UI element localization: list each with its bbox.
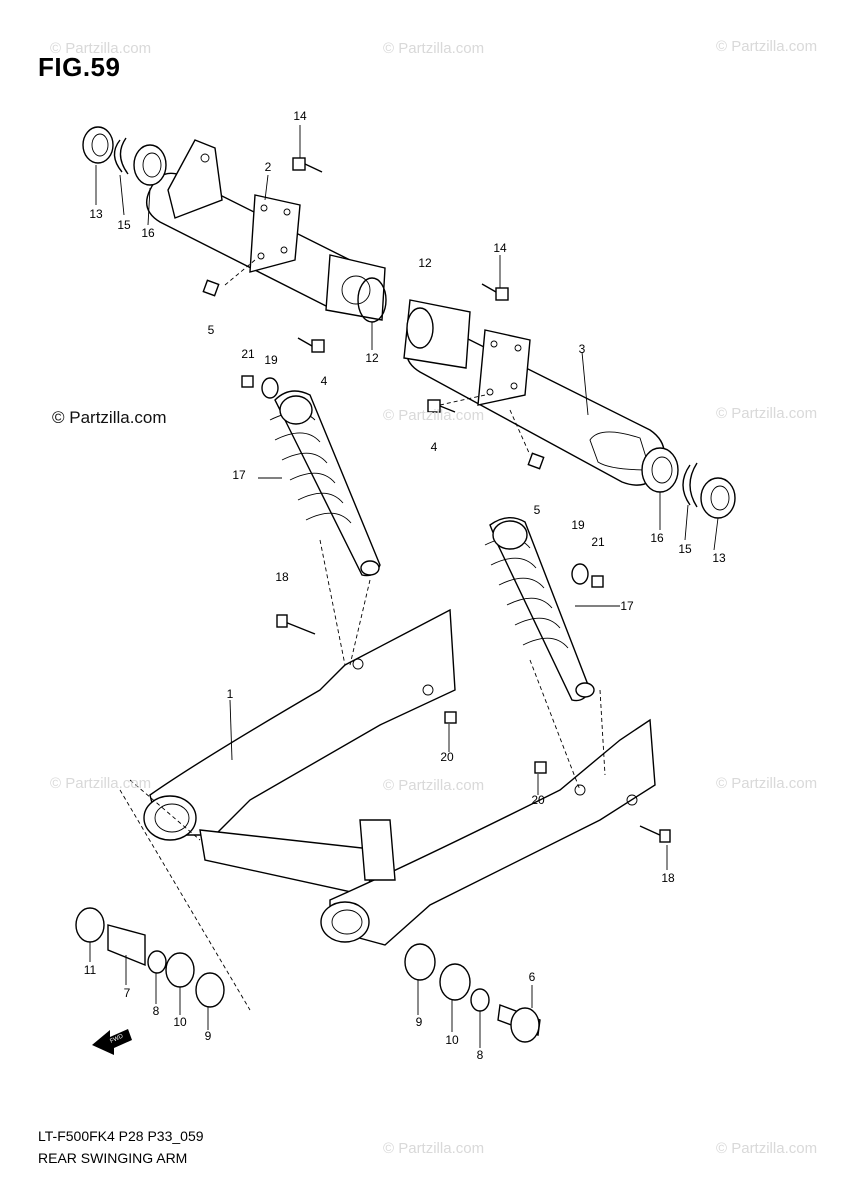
leader-lines — [89, 125, 719, 1048]
pivot-tube-left — [146, 139, 386, 321]
watermark-main: © Partzilla.com — [52, 408, 167, 427]
callout-16: 16 — [650, 531, 664, 545]
callout-20: 20 — [440, 750, 454, 764]
callout-9: 9 — [204, 1029, 212, 1043]
bolt-4-upper — [297, 337, 325, 353]
callout-13: 13 — [712, 551, 726, 565]
callout-8: 8 — [476, 1048, 484, 1062]
watermark: © Partzilla.com — [716, 38, 818, 55]
callout-5: 5 — [533, 503, 541, 517]
figure-caption: REAR SWINGING ARM — [38, 1150, 188, 1166]
bearing-16-lower — [641, 447, 679, 493]
watermark: © Partzilla.com — [50, 775, 152, 792]
callout-15: 15 — [117, 218, 131, 232]
swing-arm — [143, 608, 656, 946]
callout-4: 4 — [430, 440, 438, 454]
bolt-4-lower — [427, 399, 456, 413]
circlip-15-upper — [113, 137, 129, 175]
callout-5: 5 — [207, 323, 215, 337]
nut-5-right — [527, 452, 545, 470]
circlip-15-lower — [682, 462, 698, 508]
callout-14: 14 — [293, 109, 307, 123]
nut-5-upper — [202, 279, 220, 297]
callout-10: 10 — [173, 1015, 187, 1029]
watermark: © Partzilla.com — [716, 775, 818, 792]
watermark: © Partzilla.com — [383, 777, 485, 794]
seal-13-upper — [82, 126, 114, 164]
callout-13: 13 — [89, 207, 103, 221]
watermark: © Partzilla.com — [716, 1140, 818, 1157]
watermark: © Partzilla.com — [716, 405, 818, 422]
callout-9: 9 — [415, 1015, 423, 1029]
callout-16: 16 — [141, 226, 155, 240]
bolt-14-upper — [292, 157, 323, 173]
watermark: © Partzilla.com — [383, 407, 485, 424]
callout-11: 11 — [83, 963, 97, 977]
shock-absorber-left — [269, 390, 381, 577]
shock-absorber-right — [484, 517, 595, 702]
callout-19: 19 — [264, 353, 278, 367]
callout-10: 10 — [445, 1033, 459, 1047]
callout-20: 20 — [531, 793, 545, 807]
fwd-label: FWD — [109, 1033, 125, 1044]
callout-21: 21 — [241, 347, 255, 361]
fwd-arrow-icon: FWD — [92, 1029, 132, 1055]
callout-12: 12 — [365, 351, 379, 365]
callout-1: 1 — [226, 687, 234, 701]
callout-17: 17 — [232, 468, 246, 482]
figure-code: LT-F500FK4 P28 P33_059 — [38, 1128, 204, 1144]
callout-18: 18 — [275, 570, 289, 584]
pivot-hardware-right — [404, 943, 541, 1043]
bearing-16-upper — [133, 144, 167, 186]
bolts-18-nuts-20 — [276, 614, 671, 843]
callout-7: 7 — [123, 986, 131, 1000]
seal-13-lower — [700, 477, 736, 519]
callout-14: 14 — [493, 241, 507, 255]
callout-6: 6 — [528, 970, 536, 984]
pivot-hardware-left — [75, 907, 225, 1008]
watermark: © Partzilla.com — [383, 40, 485, 57]
callout-12: 12 — [418, 256, 432, 270]
callout-15: 15 — [678, 542, 692, 556]
figure-title: FIG.59 — [38, 52, 121, 82]
callout-3: 3 — [578, 342, 586, 356]
watermark: © Partzilla.com — [383, 1140, 485, 1157]
callout-19: 19 — [571, 518, 585, 532]
bolt-14-lower — [481, 283, 509, 301]
callout-18: 18 — [661, 871, 675, 885]
watermark: © Partzilla.com — [50, 40, 152, 57]
pivot-tube-right — [403, 299, 665, 486]
callout-8: 8 — [152, 1004, 160, 1018]
callout-21: 21 — [591, 535, 605, 549]
callout-2: 2 — [264, 160, 272, 174]
callout-17: 17 — [620, 599, 634, 613]
washers-19-21 — [241, 375, 604, 588]
callout-4: 4 — [320, 374, 328, 388]
